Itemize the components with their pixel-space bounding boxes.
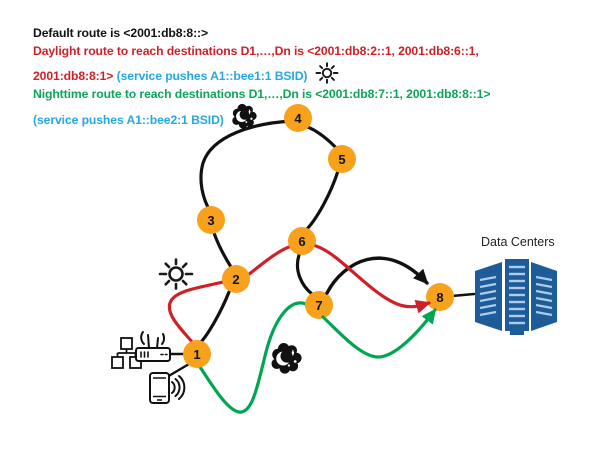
nighttime-route-1-7 — [198, 301, 318, 414]
nighttime-route-label: Nighttime route to reach destinations D1… — [33, 86, 491, 101]
node-3-label: 3 — [207, 213, 214, 228]
node-1 — [183, 340, 211, 368]
nighttime-service-bsid: (service pushes A1::bee2:1 BSID) — [33, 113, 224, 128]
default-route-text: Default route is <2001:db8:8::> — [33, 24, 593, 42]
wireless-router-icon — [135, 331, 171, 362]
edge-4-5 — [303, 124, 340, 152]
edge-6-7 — [295, 253, 314, 296]
data-centers-label: Data Centers — [481, 235, 555, 249]
edge-8-datacenter — [450, 292, 476, 298]
daylight-route-label: Daylight route to reach destinations D1,… — [33, 44, 479, 59]
daylight-route-6-8 — [314, 244, 431, 314]
route-annotations: Default route is <2001:db8:8::> Daylight… — [33, 24, 593, 129]
lan-network-icon — [111, 337, 142, 369]
signal-waves-icon — [171, 375, 186, 400]
node-8 — [426, 283, 454, 311]
daylight-route-2-6 — [246, 244, 294, 277]
daylight-route-sids: 2001:db8:8:1> — [33, 68, 117, 83]
daylight-route-1-2 — [167, 280, 225, 345]
node-5-label: 5 — [338, 152, 345, 167]
node-labels-layer: 1 2 3 4 5 6 7 8 — [193, 111, 443, 362]
daylight-route-text-line1: Daylight route to reach destinations D1,… — [33, 42, 593, 60]
daylight-service-bsid: (service pushes A1::bee1:1 BSID) — [116, 68, 308, 83]
node-4-label: 4 — [294, 111, 302, 126]
edges-layer — [165, 119, 476, 414]
node-2 — [222, 265, 250, 293]
nighttime-service-text: (service pushes A1::bee2:1 BSID) — [33, 103, 593, 129]
node-6-label: 6 — [298, 234, 305, 249]
nighttime-route-text: Nighttime route to reach destinations D1… — [33, 85, 593, 103]
nighttime-route-7-8 — [321, 308, 437, 359]
data-center-servers-icon — [475, 259, 557, 335]
sun-icon — [158, 258, 194, 290]
edge-4-3 — [199, 119, 295, 213]
node-7-label: 7 — [315, 298, 322, 313]
edge-1-phone — [165, 362, 191, 379]
node-7 — [305, 291, 333, 319]
edge-5-6 — [304, 169, 340, 232]
edge-2-1 — [199, 290, 231, 344]
node-3 — [197, 206, 225, 234]
node-8-label: 8 — [436, 290, 443, 305]
moon-cloud-icon — [232, 104, 257, 129]
moon-cloud-icon — [271, 343, 302, 374]
default-route-label: Default route is <2001:db8:8::> — [33, 26, 209, 40]
nodes-layer — [183, 104, 454, 368]
node-1-label: 1 — [193, 347, 200, 362]
default-route-7-8 — [325, 256, 429, 295]
arrow-routes-layer — [314, 244, 437, 359]
sun-icon — [315, 61, 339, 84]
edge-3-2 — [212, 231, 233, 269]
node-4 — [284, 104, 312, 132]
smartphone-icon — [149, 372, 186, 404]
node-5 — [328, 145, 356, 173]
node-6 — [288, 227, 316, 255]
node-2-label: 2 — [232, 272, 239, 287]
daylight-route-text-line2: 2001:db8:8:1> (service pushes A1::bee1:1… — [33, 61, 593, 85]
